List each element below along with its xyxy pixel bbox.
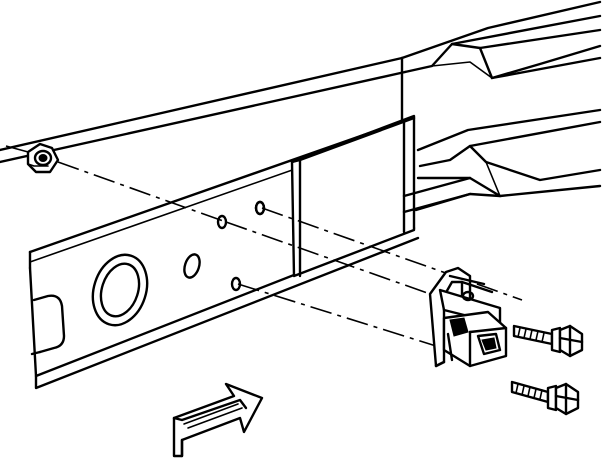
bolt-lower [510, 380, 580, 416]
installation-lines [5, 145, 523, 347]
direction-arrow-icon [172, 382, 264, 458]
crossmember [400, 0, 602, 212]
bolt-upper [512, 324, 584, 358]
nut [26, 142, 60, 174]
frame-rail [0, 56, 420, 390]
crossmember-plate [254, 114, 416, 278]
sensor [442, 310, 508, 368]
crossmember-lower-flange [402, 176, 472, 214]
